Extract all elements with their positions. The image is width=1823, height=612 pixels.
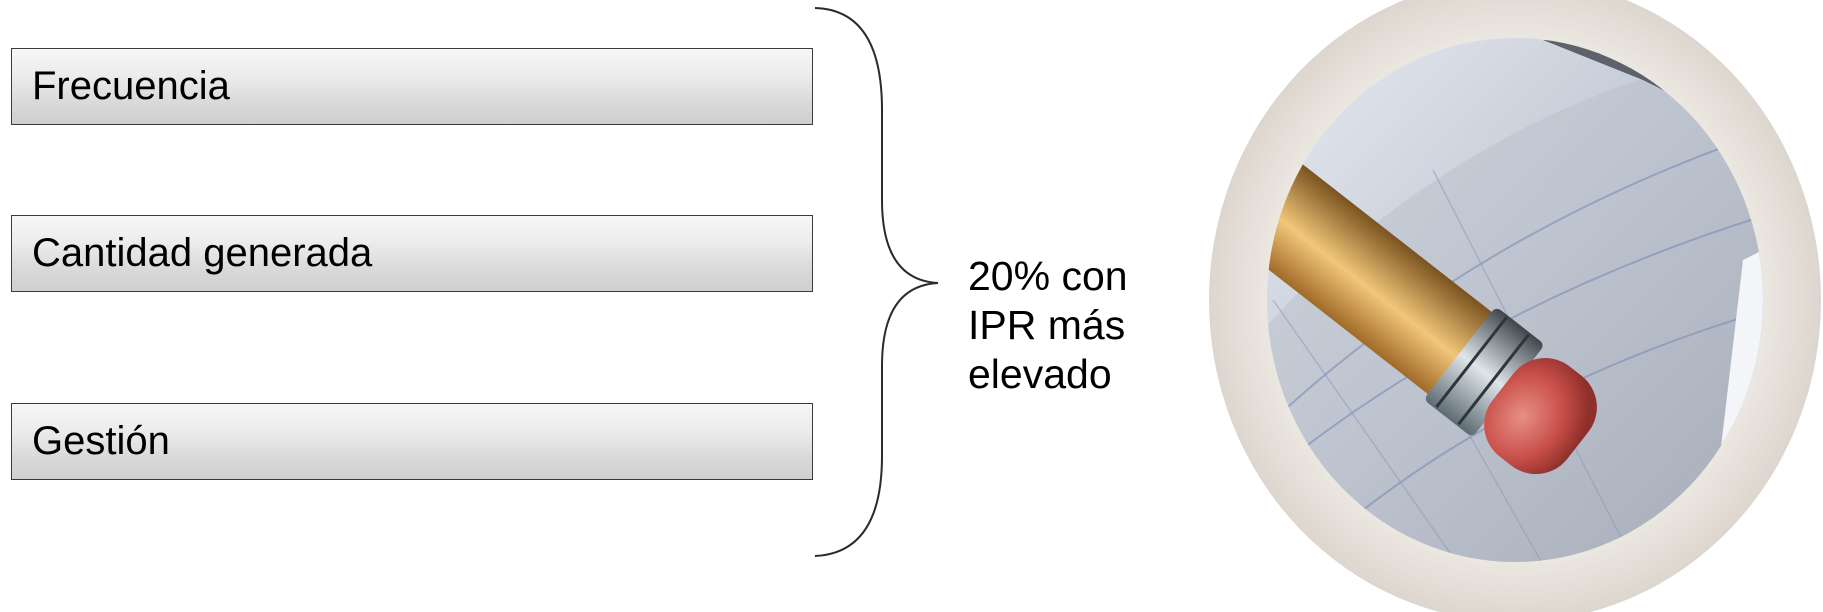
pencil-eraser-photo <box>1209 0 1821 612</box>
result-label: 20% con IPR más elevado <box>968 252 1128 399</box>
result-line: IPR más <box>968 302 1126 348</box>
factor-box-cantidad-generada: Cantidad generada <box>11 215 813 292</box>
result-line: 20% con <box>968 253 1128 299</box>
curly-brace <box>814 7 939 557</box>
factor-box-gestion: Gestión <box>11 403 813 480</box>
factor-box-frecuencia: Frecuencia <box>11 48 813 125</box>
factor-label: Gestión <box>32 419 170 463</box>
result-line: elevado <box>968 351 1112 397</box>
factor-label: Cantidad generada <box>32 231 373 275</box>
factor-label: Frecuencia <box>32 64 230 108</box>
